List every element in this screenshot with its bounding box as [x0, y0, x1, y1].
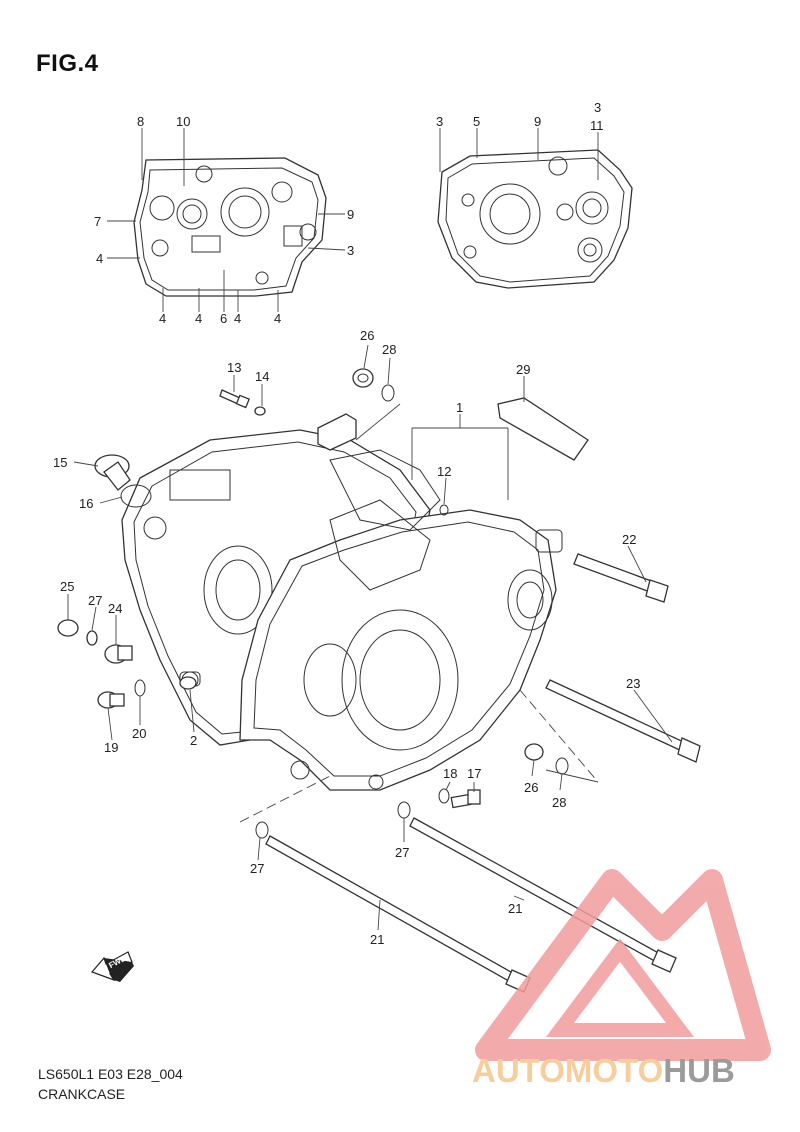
callout-12: 12 [437, 464, 451, 479]
callout-2: 2 [190, 733, 197, 748]
callout-27-left: 27 [88, 593, 102, 608]
callout-3-left: 3 [347, 243, 354, 258]
part-18-washer [438, 788, 450, 804]
callout-4: 4 [159, 311, 166, 326]
callout-29: 29 [516, 362, 530, 377]
part-27-washer-left [86, 630, 98, 646]
callout-23: 23 [626, 676, 640, 691]
callout-8: 8 [137, 114, 144, 129]
part-27-washer-mid [397, 801, 411, 819]
callout-13: 13 [227, 360, 241, 375]
callout-15: 15 [53, 455, 67, 470]
callout-25: 25 [60, 579, 74, 594]
breather-fitting [317, 413, 357, 451]
callout-21-left: 21 [370, 932, 384, 947]
callout-24: 24 [108, 601, 122, 616]
figure-title: FIG.4 [36, 50, 99, 77]
callout-26-top: 26 [360, 328, 374, 343]
callout-19: 19 [104, 740, 118, 755]
part-28-washer-top [381, 384, 395, 402]
part-17-bolt [450, 789, 481, 809]
part-14-washer [254, 406, 266, 416]
watermark-text: AUTOMOTOHUB [472, 1052, 735, 1089]
callout-11: 11 [590, 118, 604, 133]
callout-26-bottom: 26 [524, 780, 538, 795]
part-2-dowel [179, 676, 197, 690]
callout-5: 5 [473, 114, 480, 129]
callout-28-bottom: 28 [552, 795, 566, 810]
callout-6: 6 [220, 311, 227, 326]
watermark-text-b: HUB [663, 1052, 735, 1089]
part-12-o-ring [439, 504, 449, 516]
part-22-bolt [573, 553, 669, 603]
left-case-inner-view [133, 157, 327, 297]
callout-28-top: 28 [382, 342, 396, 357]
part-29-guide [497, 397, 589, 461]
callout-22: 22 [622, 532, 636, 547]
part-19-drain-bolt [97, 691, 125, 709]
part-24-plug [104, 644, 133, 664]
callout-20: 20 [132, 726, 146, 741]
callout-16: 16 [79, 496, 93, 511]
crankcase-assembly [121, 429, 563, 791]
callout-7: 7 [94, 214, 101, 229]
callout-14: 14 [255, 369, 269, 384]
fwd-arrow-icon: FWD [90, 951, 134, 982]
callout-18: 18 [443, 766, 457, 781]
callout-labels: 8 10 7 4 9 3 4 4 6 4 4 3 5 9 3 11 13 14 … [53, 100, 640, 947]
callout-27-mid: 27 [395, 845, 409, 860]
part-20-gasket [134, 679, 146, 697]
callout-4: 4 [195, 311, 202, 326]
part-16-o-ring [120, 484, 152, 508]
callout-1: 1 [456, 400, 463, 415]
callout-17: 17 [467, 766, 481, 781]
callout-27-lower: 27 [250, 861, 264, 876]
part-15-oil-filler-cap [94, 454, 131, 491]
part-25-plug [57, 619, 79, 637]
part-28-washer-bottom [555, 757, 569, 775]
right-case-inner-view [437, 149, 633, 289]
part-26-nut-top [352, 368, 374, 388]
callout-4: 4 [274, 311, 281, 326]
callout-4: 4 [96, 251, 103, 266]
callout-9-right: 9 [534, 114, 541, 129]
leader-lines [67, 128, 673, 931]
part-27-washer-lower [255, 821, 269, 839]
callout-9-left: 9 [347, 207, 354, 222]
callout-3-right: 3 [436, 114, 443, 129]
model-code: LS650L1 E03 E28_004 [38, 1066, 183, 1082]
callout-21-right: 21 [508, 901, 522, 916]
callout-10: 10 [176, 114, 190, 129]
part-26-nut-bottom [524, 743, 544, 761]
part-23-bolt [545, 679, 701, 763]
callout-3-top: 3 [594, 100, 601, 115]
watermark-text-a: AUTOMOTO [472, 1052, 663, 1089]
part-13-bolt [219, 389, 250, 409]
callout-4: 4 [234, 311, 241, 326]
automotohub-watermark-logo: AUTOMOTOHUB [472, 869, 771, 1089]
figure-caption: CRANKCASE [38, 1086, 126, 1102]
